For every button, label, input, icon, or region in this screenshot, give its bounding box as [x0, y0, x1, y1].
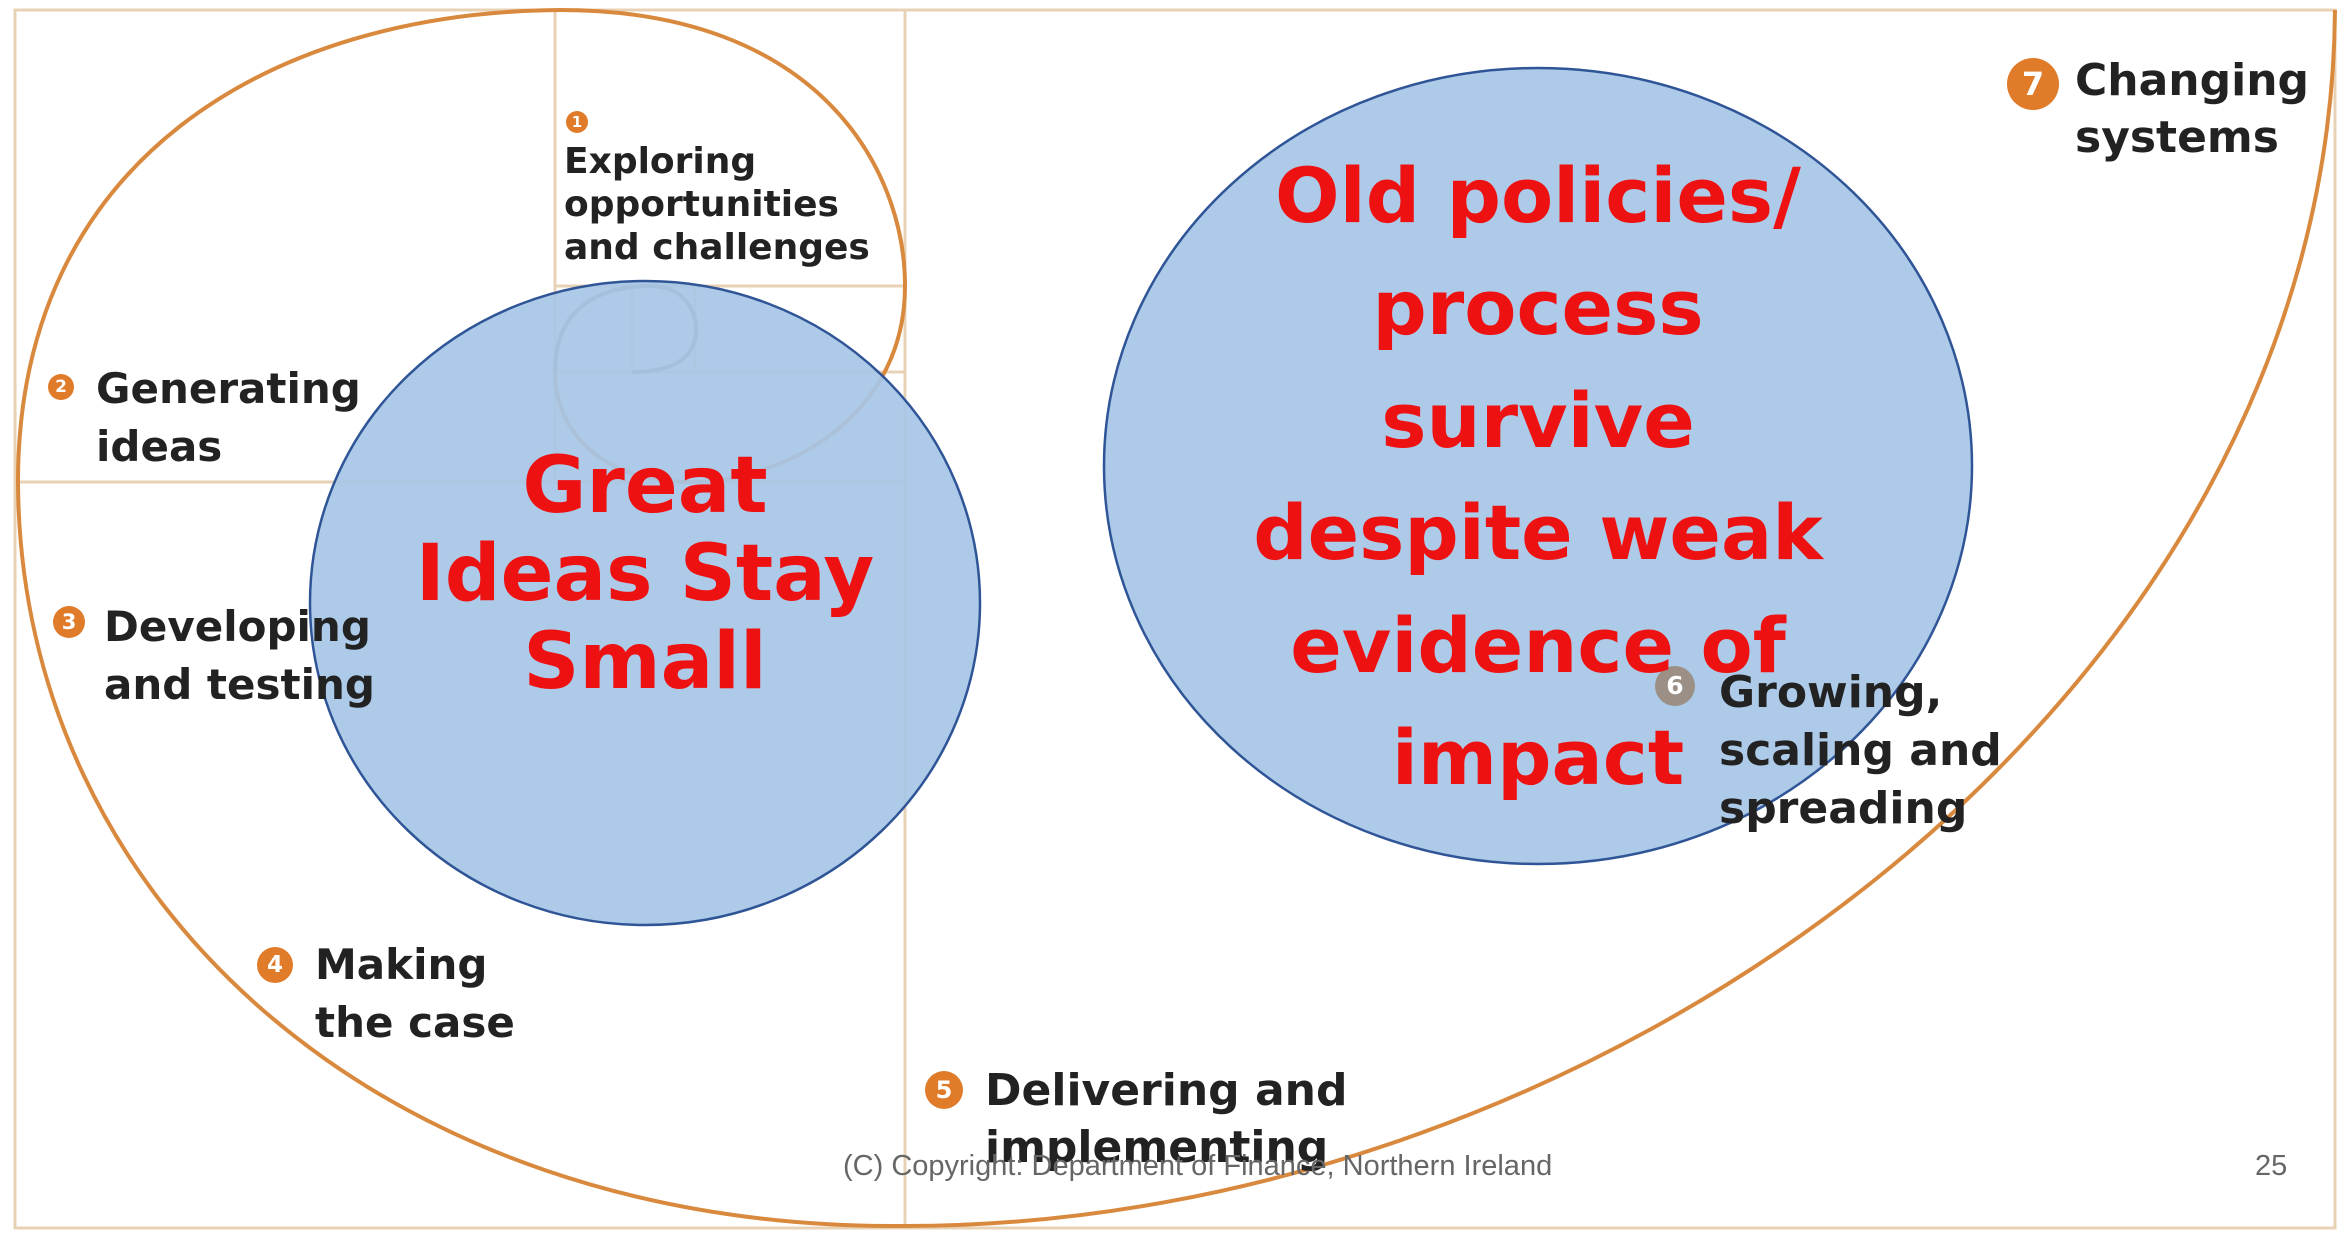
stage-2-number-badge: 2: [48, 374, 74, 400]
stage-1-label: Exploring opportunities and challenges: [564, 141, 870, 269]
slide-number: 25: [2255, 1150, 2288, 1182]
right-highlight-bubble: [1102, 66, 1974, 866]
stage-7-label: Changing systems: [2075, 55, 2310, 164]
stage-3-label: Developing and testing: [104, 602, 375, 709]
stage-5-label: Delivering and implementing: [985, 1065, 1348, 1174]
right-bubble-text: Old policies/ process survive despite we…: [1253, 151, 1823, 803]
left-bubble-text: Great Ideas Stay Small: [415, 441, 875, 708]
stage-6-number-badge: 6: [1655, 666, 1695, 706]
stage-2-label: Generating ideas: [96, 364, 361, 471]
stage-1-number-badge: 1: [566, 111, 588, 133]
copyright-notice: (C) Copyright: Department of Finance, No…: [843, 1150, 1553, 1182]
stage-4-label: Making the case: [315, 940, 515, 1047]
left-highlight-bubble: [308, 279, 982, 927]
golden-spiral-inner: [904, 9, 2337, 1228]
stage-4-number-badge: 4: [257, 947, 293, 983]
stage-3-number-badge: 3: [53, 606, 85, 638]
stage-5-number-badge: 5: [925, 1071, 963, 1109]
stage-7-number-badge: 7: [2007, 58, 2059, 110]
stage-6-label: Growing, scaling and spreading: [1719, 667, 2002, 835]
